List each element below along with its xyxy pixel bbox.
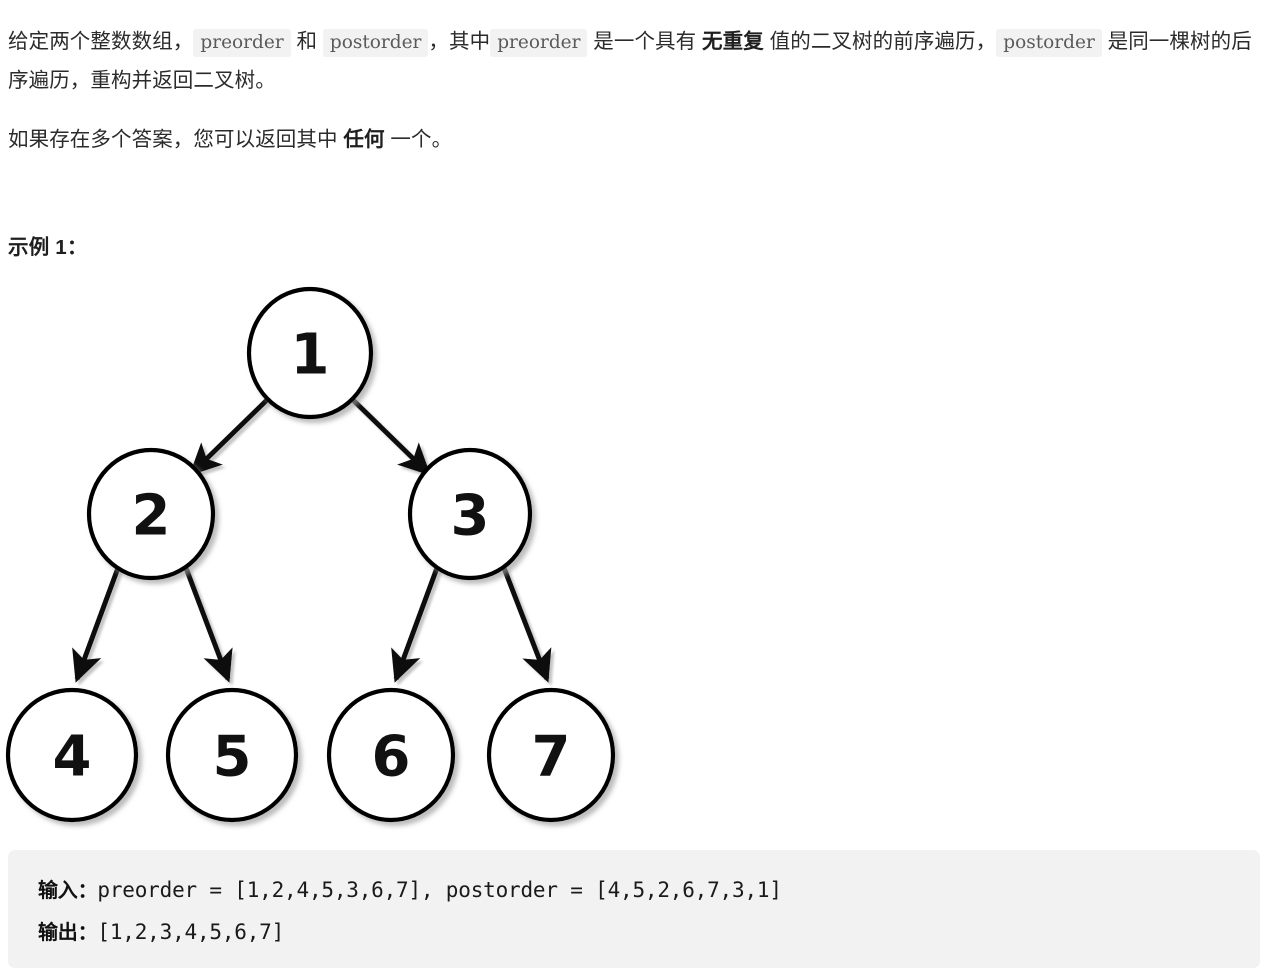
tree-edge-2-4	[72, 567, 121, 683]
paragraph1-segment-1: 给定两个整数数组，	[8, 29, 194, 53]
example-output-line: 输出：[1,2,3,4,5,6,7]	[38, 912, 1260, 954]
paragraph2-strong-any: 任何	[343, 127, 385, 151]
inline-code-postorder-2: postorder	[996, 28, 1102, 57]
tree-edge-1-3	[350, 397, 431, 476]
tree-node-1-label: 1	[291, 323, 330, 388]
example-input-value: preorder = [1,2,4,5,3,6,7], postorder = …	[97, 878, 782, 902]
paragraph1-strong-unique: 无重复	[702, 29, 764, 53]
tree-node-5-label: 5	[213, 725, 252, 790]
tree-node-3: 3	[407, 447, 533, 581]
tree-node-1: 1	[246, 286, 374, 420]
paragraph1-segment-4: 是一个具有	[593, 29, 697, 53]
tree-node-6-circle	[326, 687, 456, 823]
paragraph2-segment-1: 如果存在多个答案，您可以返回其中	[8, 127, 338, 151]
paragraph1-segment-3: ，其中	[428, 29, 491, 53]
paragraph2-segment-2: 一个。	[390, 127, 453, 151]
example-heading: 示例 1：	[8, 236, 88, 259]
tree-node-6: 6	[326, 687, 456, 823]
paragraph1-segment-6: 是同一棵树的后序遍历，重构并返回二叉树。	[8, 29, 1252, 92]
tree-edge-3-7	[501, 567, 552, 683]
inline-code-preorder-2: preorder	[490, 28, 588, 57]
tree-node-7-label: 7	[532, 725, 571, 790]
tree-node-4-label: 4	[53, 725, 92, 790]
tree-node-5-circle	[165, 687, 299, 823]
example-input-label: 输入：	[38, 880, 98, 902]
tree-node-2-circle	[86, 447, 216, 581]
tree-edge-3-6	[391, 567, 440, 683]
description-paragraph-2: 如果存在多个答案，您可以返回其中 任何 一个。	[8, 121, 1260, 159]
tree-node-2: 2	[86, 447, 216, 581]
tree-edge-2-5	[183, 567, 233, 683]
tree-node-7: 7	[486, 687, 616, 823]
tree-node-3-label: 3	[451, 484, 490, 549]
example-input-line: 输入：preorder = [1,2,4,5,3,6,7], postorder…	[38, 870, 1260, 912]
tree-node-3-circle	[407, 447, 533, 581]
paragraph1-segment-5: 值的二叉树的前序遍历，	[769, 29, 997, 53]
tree-node-1-circle	[246, 286, 374, 420]
tree-node-4: 4	[5, 687, 139, 823]
tree-node-6-label: 6	[372, 725, 411, 790]
example-output-label: 输出：	[38, 922, 98, 944]
example-io-code-block: 输入：preorder = [1,2,4,5,3,6,7], postorder…	[8, 850, 1260, 968]
paragraph1-segment-2: 和	[296, 29, 318, 53]
binary-tree-diagram: 1 2 3 4 5 6 7	[0, 275, 640, 835]
tree-node-2-label: 2	[132, 484, 171, 549]
inline-code-postorder-1: postorder	[322, 28, 429, 57]
tree-node-7-circle	[486, 687, 616, 823]
inline-code-preorder-1: preorder	[193, 28, 291, 57]
tree-node-4-circle	[5, 687, 139, 823]
tree-edge-1-2	[189, 397, 270, 476]
example-output-value: [1,2,3,4,5,6,7]	[97, 920, 285, 944]
tree-node-5: 5	[165, 687, 299, 823]
